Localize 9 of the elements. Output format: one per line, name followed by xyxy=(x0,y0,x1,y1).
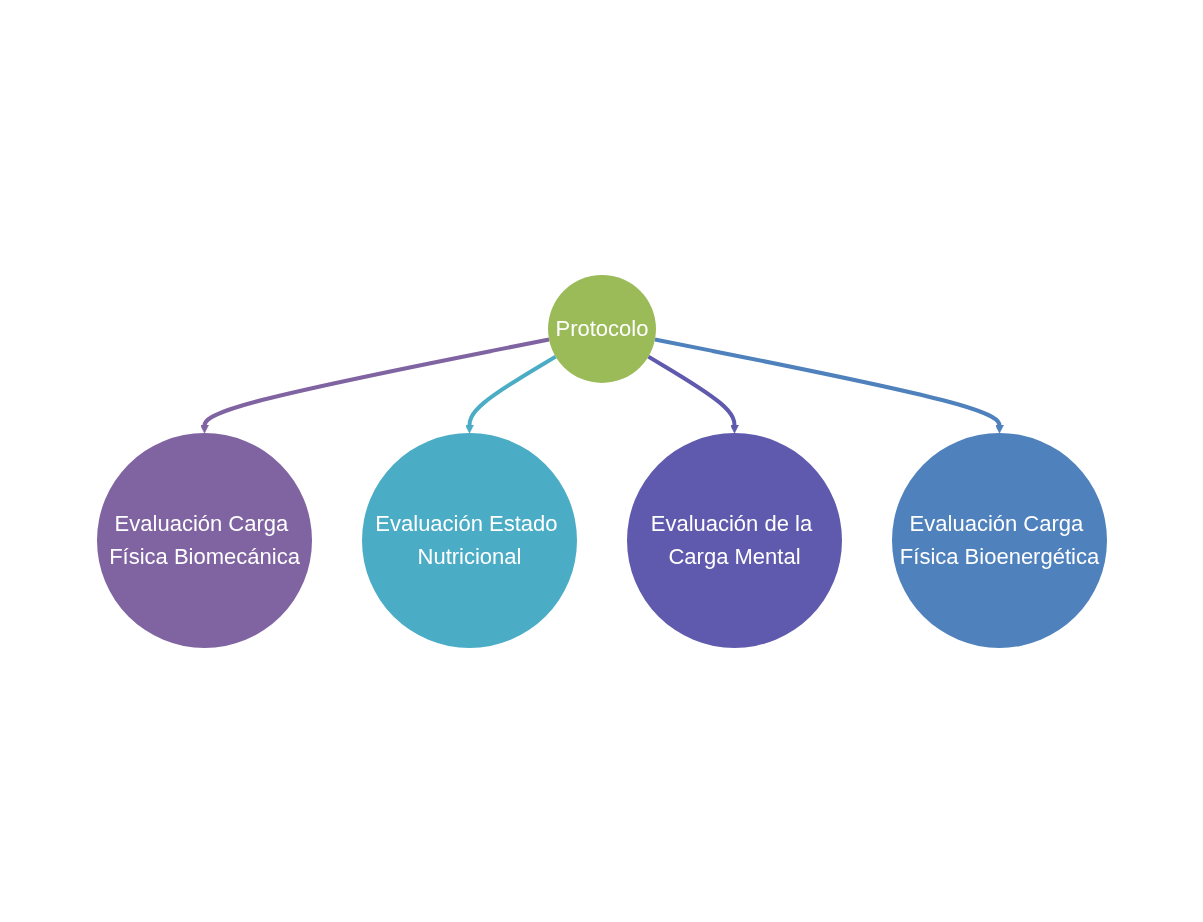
arrow xyxy=(464,354,557,433)
arrow xyxy=(654,337,1004,433)
arrow xyxy=(199,337,549,433)
node-circle: Protocolo xyxy=(547,274,656,383)
node-circle: Evaluación Carga Física Biomecánica xyxy=(96,432,312,648)
node-circle: Evaluación Carga Física Bioenergética xyxy=(891,432,1107,648)
arrow xyxy=(646,354,739,433)
node-circle: Evaluación Estado Nutricional xyxy=(361,432,577,648)
node-circle: Evaluación de la Carga Mental xyxy=(626,432,842,648)
